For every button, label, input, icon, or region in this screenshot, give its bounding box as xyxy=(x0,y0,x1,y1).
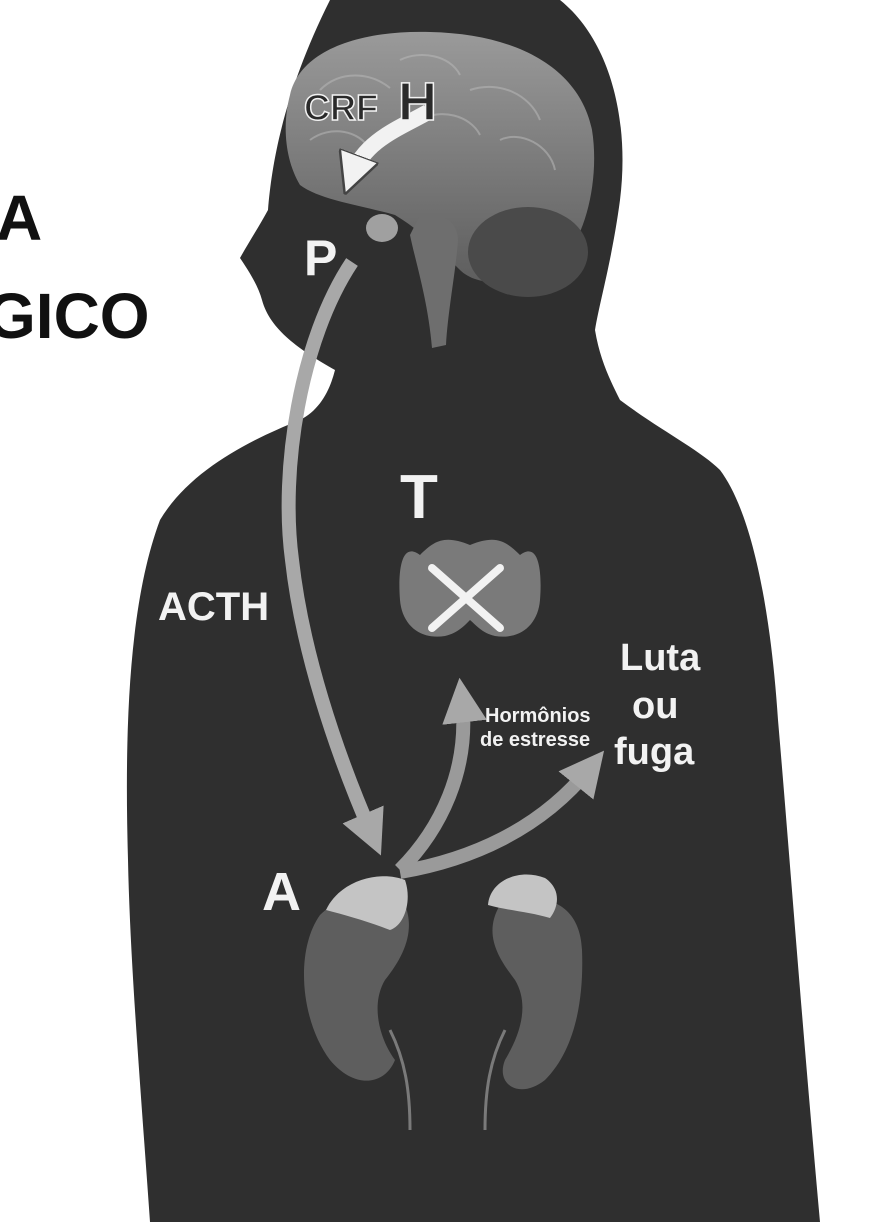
label-thyroid: T xyxy=(400,463,438,532)
cerebellum xyxy=(468,207,588,297)
label-adrenal: A xyxy=(262,862,301,922)
pituitary-gland xyxy=(366,214,398,242)
label-crf: CRF xyxy=(304,87,378,128)
label-pituitary: P xyxy=(304,230,337,286)
label-fight-line-2: ou xyxy=(632,685,678,727)
label-fight-line-1: Luta xyxy=(620,637,701,679)
label-acth: ACTH xyxy=(158,585,269,629)
label-fight-line-3: fuga xyxy=(614,731,695,773)
label-stress-hormones-line-2: de estresse xyxy=(480,729,590,751)
label-hypothalamus: H xyxy=(398,72,437,132)
label-stress-hormones-line-1: Hormônios xyxy=(485,705,591,727)
